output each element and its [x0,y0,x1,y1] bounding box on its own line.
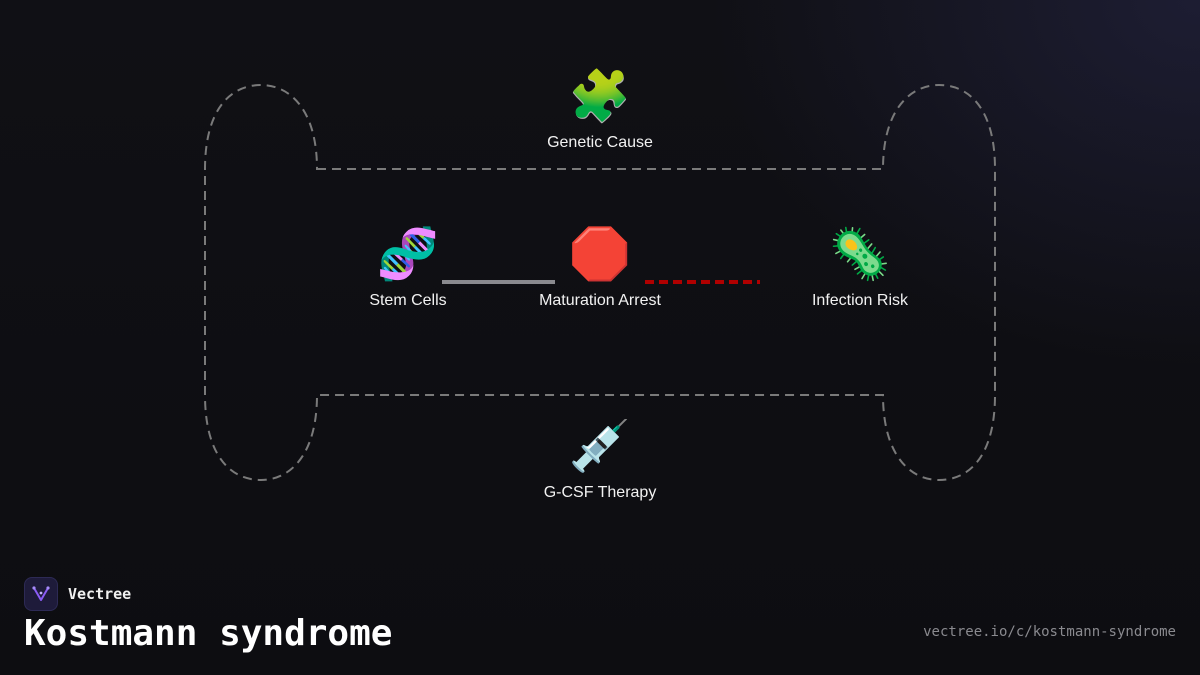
node-stem-cells: 🧬 Stem Cells [308,224,508,310]
node-maturation-arrest: 🛑 Maturation Arrest [500,224,700,310]
microbe-icon: 🦠 [828,226,892,282]
vectree-logo-mark [32,586,50,601]
page-title: Kostmann syndrome [24,613,393,654]
outline-path [204,83,996,482]
node-label: Stem Cells [369,292,447,309]
stop-sign-icon: 🛑 [568,226,632,282]
brand-name: Vectree [68,585,132,603]
brand[interactable]: Vectree [24,577,131,611]
node-genetic-cause: 🧩 Genetic Cause [500,66,700,152]
node-gcsf-therapy: 💉 G-CSF Therapy [500,416,700,502]
node-label: Maturation Arrest [539,292,661,309]
node-label: G-CSF Therapy [543,484,657,501]
node-label: Infection Risk [811,292,909,309]
node-label: Genetic Cause [547,134,653,151]
puzzle-icon: 🧩 [568,68,632,124]
dna-icon: 🧬 [376,226,440,282]
source-url[interactable]: vectree.io/c/kostmann-syndrome [923,624,1176,640]
vectree-logo-icon [24,577,58,611]
syringe-icon: 💉 [568,418,632,474]
node-infection-risk: 🦠 Infection Risk [760,224,960,310]
